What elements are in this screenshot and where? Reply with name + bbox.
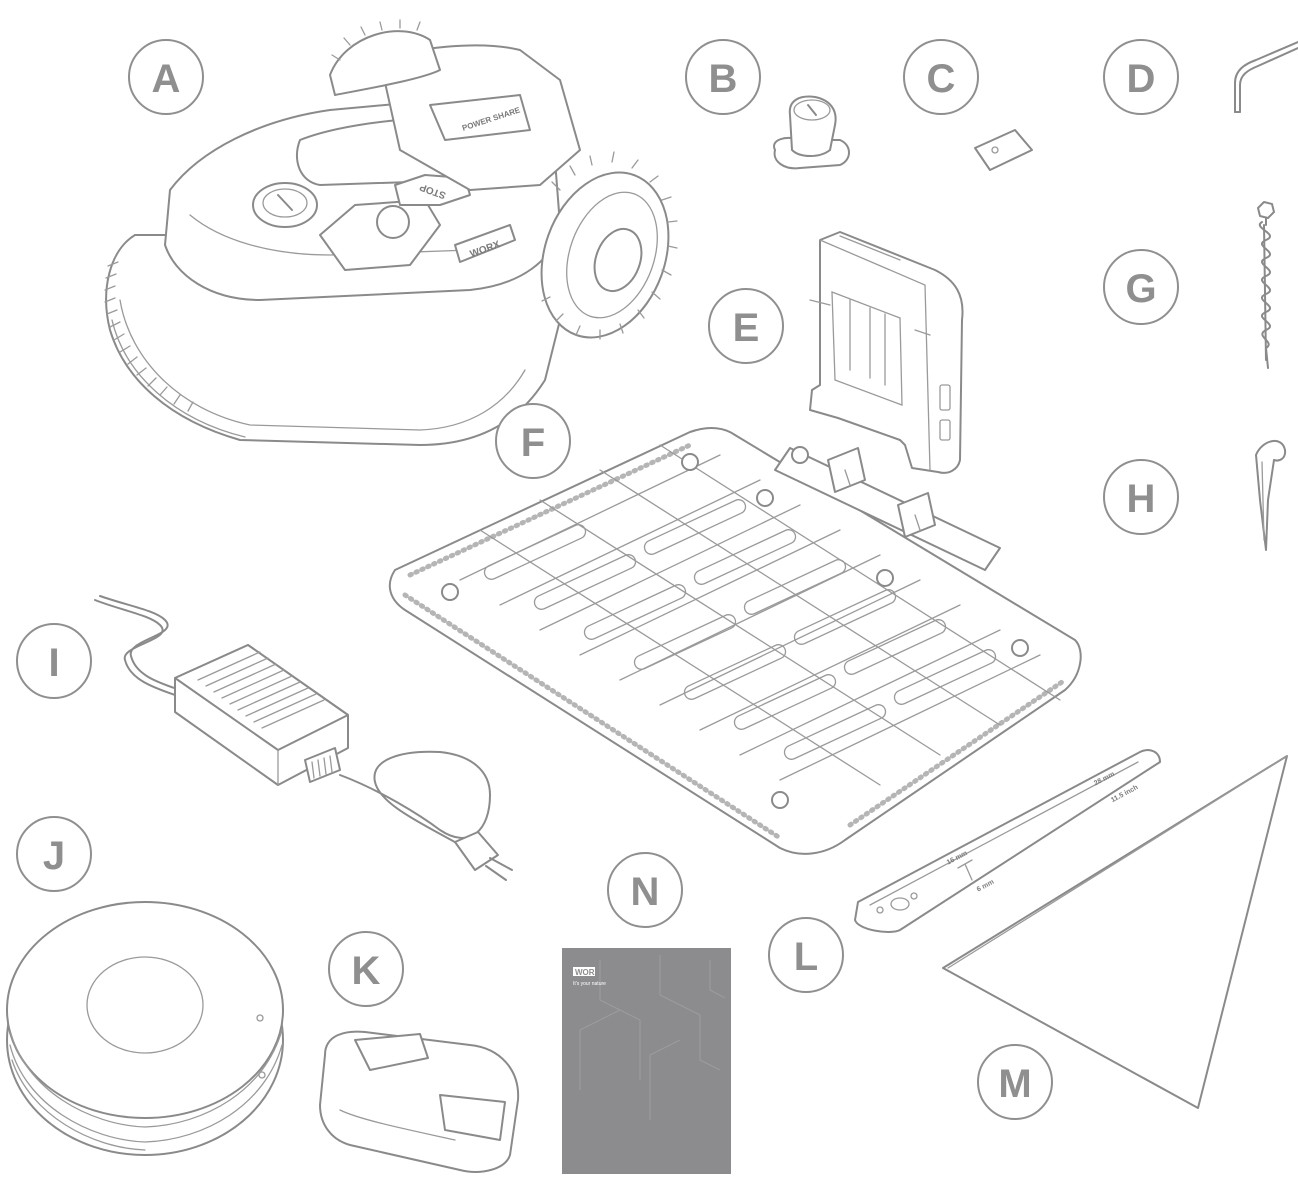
label-B-text: B <box>709 57 738 101</box>
label-G: G <box>1103 249 1179 325</box>
label-A: A <box>128 39 204 115</box>
label-K: K <box>328 931 404 1007</box>
label-H: H <box>1103 459 1179 535</box>
label-B: B <box>685 39 761 115</box>
manual: WORX It's your nature <box>562 948 731 1174</box>
distance-ruler: 16 mm 6 mm 28 mm 11.5 inch <box>854 749 1161 933</box>
peg <box>1255 440 1287 551</box>
manual-tagline-text: It's your nature <box>573 981 606 987</box>
label-I: I <box>16 623 92 699</box>
label-A-text: A <box>152 57 181 101</box>
label-J-text: J <box>43 834 65 878</box>
label-N: N <box>607 852 683 928</box>
label-E-text: E <box>733 306 760 350</box>
blade <box>974 129 1033 171</box>
label-I-text: I <box>48 641 59 685</box>
label-L: L <box>768 917 844 993</box>
charging-station <box>809 231 964 474</box>
robot-mower: STOP WORX POWER SHARE <box>104 19 678 446</box>
wire-spool <box>6 901 284 1156</box>
label-G-text: G <box>1125 267 1156 311</box>
label-M-text: M <box>998 1062 1031 1106</box>
battery <box>319 1030 520 1173</box>
label-F-text: F <box>521 421 545 465</box>
ruler-6mm: 6 mm <box>976 879 995 894</box>
label-E: E <box>708 288 784 364</box>
label-D: D <box>1103 39 1179 115</box>
label-L-text: L <box>794 935 818 979</box>
hex-key <box>1234 41 1298 113</box>
screw <box>1257 201 1275 369</box>
label-M: M <box>977 1044 1053 1120</box>
label-F: F <box>495 403 571 479</box>
label-K-text: K <box>352 949 381 993</box>
label-C: C <box>903 39 979 115</box>
power-supply <box>94 595 513 881</box>
wire-connector <box>773 95 850 170</box>
base-plate <box>388 427 1082 855</box>
manual-brand-text: WORX <box>575 968 601 977</box>
triangle-template <box>942 755 1288 1109</box>
label-J: J <box>16 816 92 892</box>
label-C-text: C <box>927 57 956 101</box>
label-H-text: H <box>1127 477 1156 521</box>
label-D-text: D <box>1127 57 1156 101</box>
label-N-text: N <box>631 870 660 914</box>
